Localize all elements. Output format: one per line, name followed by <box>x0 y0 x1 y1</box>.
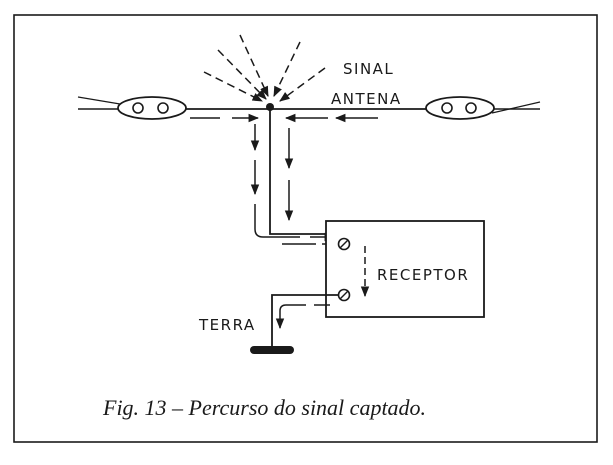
figure-frame <box>13 14 598 443</box>
terminal-antenna <box>337 237 351 251</box>
figure-caption: Fig. 13 – Percurso do sinal captado. <box>102 395 426 420</box>
terminal-ground <box>337 288 351 302</box>
antena-label: ANTENA <box>331 90 402 108</box>
sinal-label: SINAL <box>343 60 394 78</box>
receptor-label: RECEPTOR <box>377 266 469 284</box>
down-lead <box>269 107 343 235</box>
terra-label: TERRA <box>198 316 256 334</box>
ground-plate <box>250 346 294 354</box>
insulator-right <box>425 96 495 120</box>
antenna-wire <box>77 96 541 114</box>
ground-lead <box>271 294 338 346</box>
receptor-box <box>325 220 485 318</box>
signal-rays <box>203 34 326 102</box>
ground-current-arrows <box>275 304 330 330</box>
down-lead-arrows <box>250 124 338 249</box>
insulator-left <box>117 96 187 120</box>
